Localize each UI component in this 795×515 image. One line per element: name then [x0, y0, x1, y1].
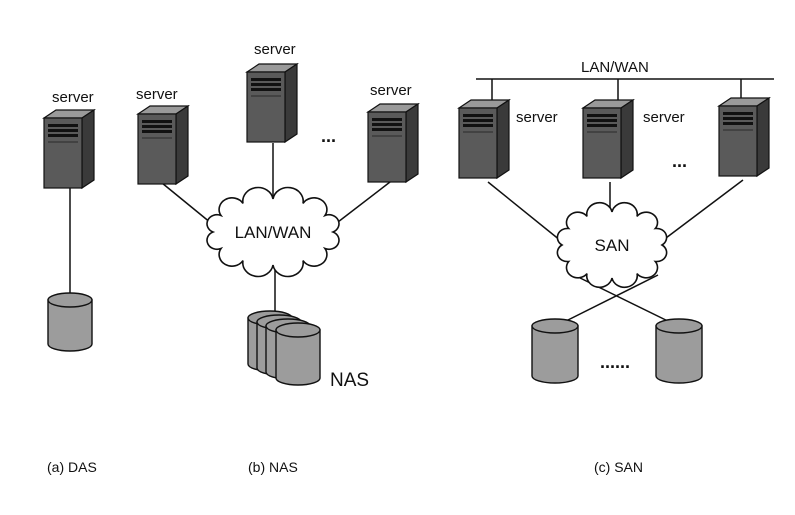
nas-server-label-left: server — [136, 86, 178, 103]
disk-icon — [655, 318, 703, 384]
nas-server-ellipsis: ... — [321, 126, 336, 146]
san-disk-ellipsis: ...... — [600, 352, 630, 372]
nas-network-label: LAN/WAN — [235, 223, 312, 242]
disk-icon — [275, 322, 321, 386]
san-caption: (c) SAN — [594, 459, 643, 475]
nas-caption: (b) NAS — [248, 459, 298, 475]
nas-server-label-top: server — [254, 41, 296, 58]
disk-icon — [47, 292, 93, 352]
das-server-label: server — [52, 89, 94, 106]
das-caption: (a) DAS — [47, 459, 97, 475]
server-icon — [42, 108, 96, 190]
san-bus-label: LAN/WAN — [581, 59, 649, 76]
san-server-ellipsis: ... — [672, 151, 687, 171]
san-server-label-2: server — [643, 109, 685, 126]
das-panel: server (a) DAS — [42, 89, 97, 475]
server-icon — [245, 62, 299, 144]
nas-storage-label: NAS — [330, 370, 369, 391]
cloud-icon — [556, 201, 668, 289]
nas-panel: server server server ... LAN/WAN NAS (b)… — [136, 41, 420, 475]
san-server-label-1: server — [516, 109, 558, 126]
server-icon — [366, 102, 420, 184]
san-panel: LAN/WAN server server ... SAN ...... (c)… — [457, 59, 774, 475]
cloud-icon — [206, 186, 340, 278]
san-link-1 — [487, 181, 567, 246]
server-icon — [717, 96, 771, 178]
nas-server-label-right: server — [370, 82, 412, 99]
san-network-label: SAN — [595, 236, 630, 255]
san-link-disk-left — [555, 274, 659, 327]
server-icon — [136, 104, 190, 186]
server-icon — [581, 98, 635, 180]
server-icon — [457, 98, 511, 180]
disk-icon — [531, 318, 579, 384]
san-link-3 — [657, 179, 744, 245]
